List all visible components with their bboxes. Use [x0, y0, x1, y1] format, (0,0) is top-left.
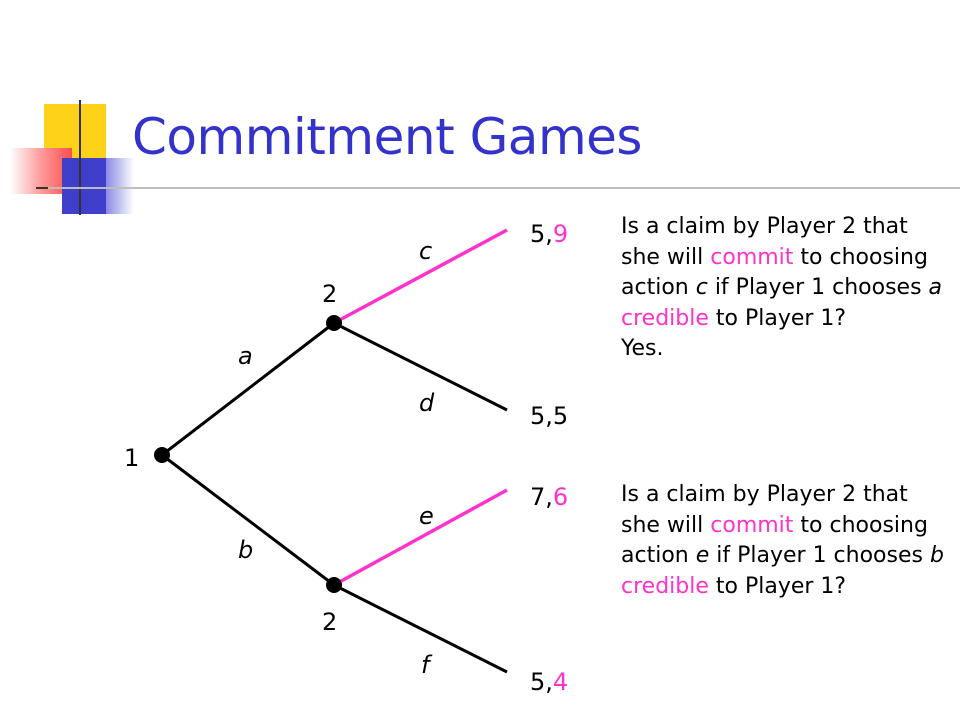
payoff-c: 5,9 [530, 220, 568, 248]
edge-b [161, 453, 335, 587]
action-label-f: f [421, 651, 433, 679]
edge-a [161, 321, 335, 457]
payoff-f: 5,4 [530, 668, 568, 696]
commit-highlight: commit [710, 244, 794, 270]
title-divider [48, 187, 960, 189]
payoff-d: 5,5 [530, 402, 568, 430]
action-label-b: b [238, 536, 253, 564]
action-label-d: d [419, 389, 435, 417]
answer-text: Yes. [621, 336, 664, 361]
edge-c [333, 228, 508, 325]
edge-f [333, 583, 508, 674]
commit-highlight: commit [710, 512, 794, 538]
edge-d [333, 321, 508, 412]
question-2: Is a claim by Player 2 that she will com… [621, 482, 944, 599]
action-label-a: a [238, 342, 253, 370]
action-label-c: c [419, 237, 432, 265]
credible-highlight: credible [621, 305, 709, 331]
credible-highlight: credible [621, 573, 709, 599]
node-upper [326, 315, 342, 331]
page-title: Commitment Games [132, 108, 642, 166]
action-label-e: e [419, 502, 434, 530]
question-1: Is a claim by Player 2 that she will com… [621, 214, 943, 361]
node-lower [326, 577, 342, 593]
decor-blue-square [62, 158, 114, 214]
player-label-upper: 2 [322, 280, 337, 308]
payoff-e: 7,6 [530, 483, 568, 511]
edge-e [333, 488, 508, 587]
decor-blue-fade [106, 158, 134, 214]
player-label-lower: 2 [322, 608, 337, 636]
decor-vertical-line [79, 100, 81, 215]
decor-red-square [10, 148, 72, 194]
player-label-root: 1 [124, 444, 139, 472]
node-root [154, 447, 170, 463]
